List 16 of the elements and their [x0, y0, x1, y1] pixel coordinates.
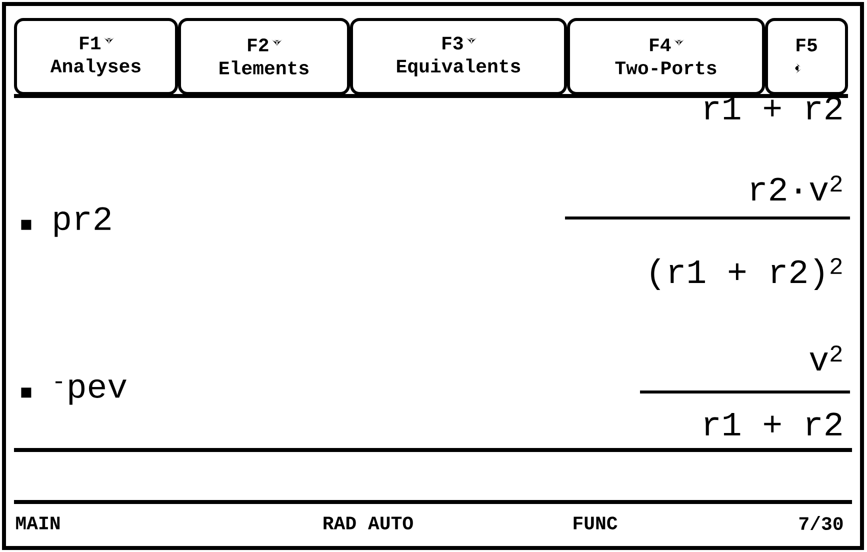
menu-tab: F2 Elements: [178, 18, 350, 95]
menu-tab: F1 Analyses: [14, 18, 178, 95]
status-text: MAIN: [16, 516, 60, 530]
menu-tab: F4 Two-Ports: [567, 18, 765, 95]
status-text: RAD AUTO: [324, 516, 413, 530]
entry-text: $^{-}$pev: [21, 379, 126, 405]
numerator-text: r2·v$^{2}$: [751, 176, 842, 200]
status-text: 7/30: [799, 516, 843, 530]
menu-tab: F3 Equivalents: [350, 18, 567, 95]
denominator-text: (r1 + r2)$^{2}$: [651, 258, 842, 290]
denominator-text: r1 + r2: [705, 412, 842, 436]
numerator-text: v$^{2}$: [810, 346, 842, 370]
result-text: r1 + r2: [705, 96, 842, 120]
entry-text: pr2: [21, 207, 110, 237]
menu-tab: F5: [765, 18, 848, 95]
status-text: FUNC: [574, 516, 618, 530]
